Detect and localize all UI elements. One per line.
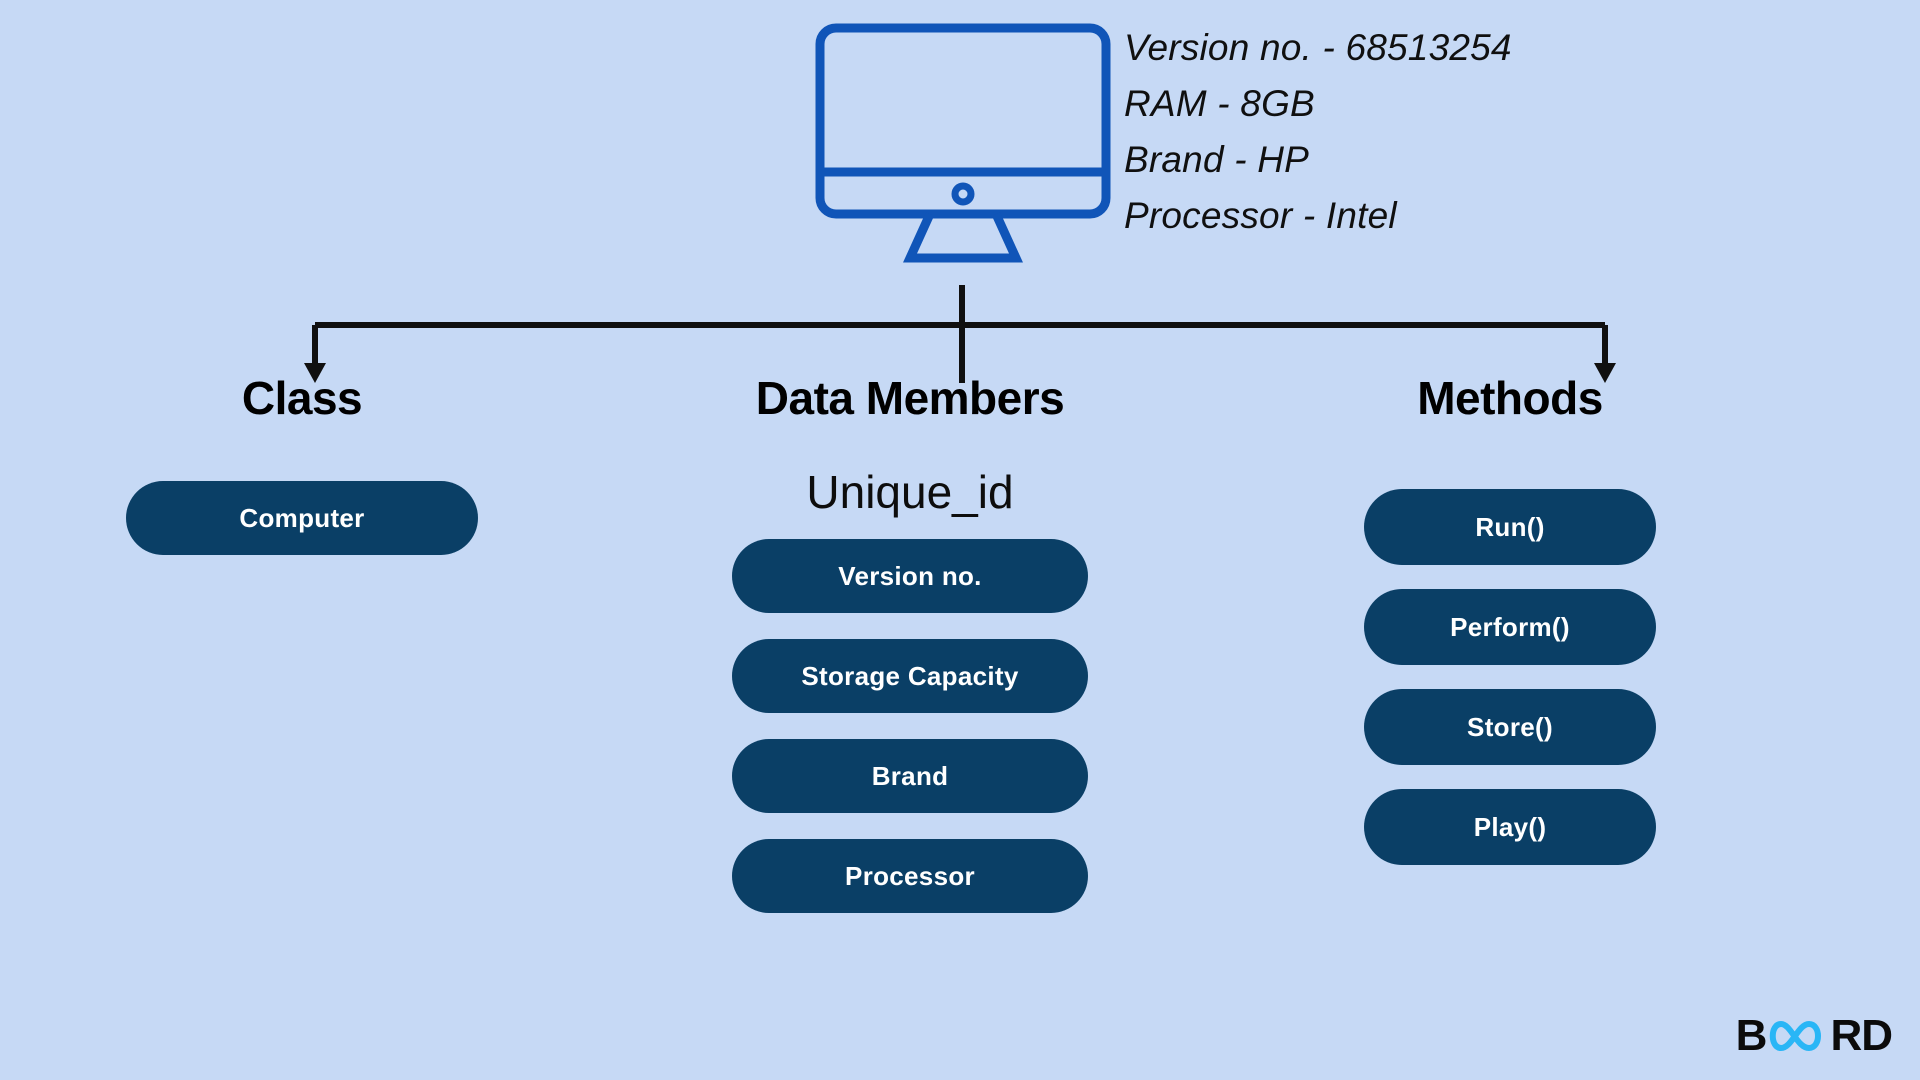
column-heading-class: Class [241,372,363,424]
column-heading-methods: Methods [1417,372,1603,424]
board-logo: B RD [1735,1008,1893,1064]
spec-line-version: Version no. - 68513254 [1124,27,1512,68]
logo-prefix: B [1735,1011,1768,1060]
pill-version-no[interactable]: Version no. [732,539,1088,613]
pill-computer[interactable]: Computer [126,481,478,555]
spec-line-ram: RAM - 8GB [1124,83,1315,124]
pill-storage-capacity[interactable]: Storage Capacity [732,639,1088,713]
pill-brand[interactable]: Brand [732,739,1088,813]
pill-run[interactable]: Run() [1364,489,1656,565]
column-methods: Methods Run() Perform() Store() Play() [1300,375,1720,865]
spec-list: Version no. - 68513254 RAM - 8GB Brand -… [1124,20,1684,244]
subheading-unique-id: Unique_id [806,466,1014,518]
spec-line-brand: Brand - HP [1124,139,1310,180]
spec-line-processor: Processor - Intel [1124,195,1397,236]
branch-connector [300,285,1620,395]
desktop-monitor-icon [814,22,1112,292]
logo-suffix: RD [1830,1011,1893,1060]
pill-processor[interactable]: Processor [732,839,1088,913]
pill-perform[interactable]: Perform() [1364,589,1656,665]
pill-play[interactable]: Play() [1364,789,1656,865]
infinity-mark-icon [1767,1016,1829,1056]
column-data-members: Data Members Unique_id Version no. Stora… [700,375,1120,913]
column-class: Class Computer [92,375,512,555]
pill-stack-class: Computer [92,469,512,555]
pill-stack-methods: Run() Perform() Store() Play() [1300,469,1720,865]
pill-stack-data-members: Version no. Storage Capacity Brand Proce… [700,539,1120,913]
pill-store[interactable]: Store() [1364,689,1656,765]
column-heading-data-members: Data Members [755,372,1065,424]
